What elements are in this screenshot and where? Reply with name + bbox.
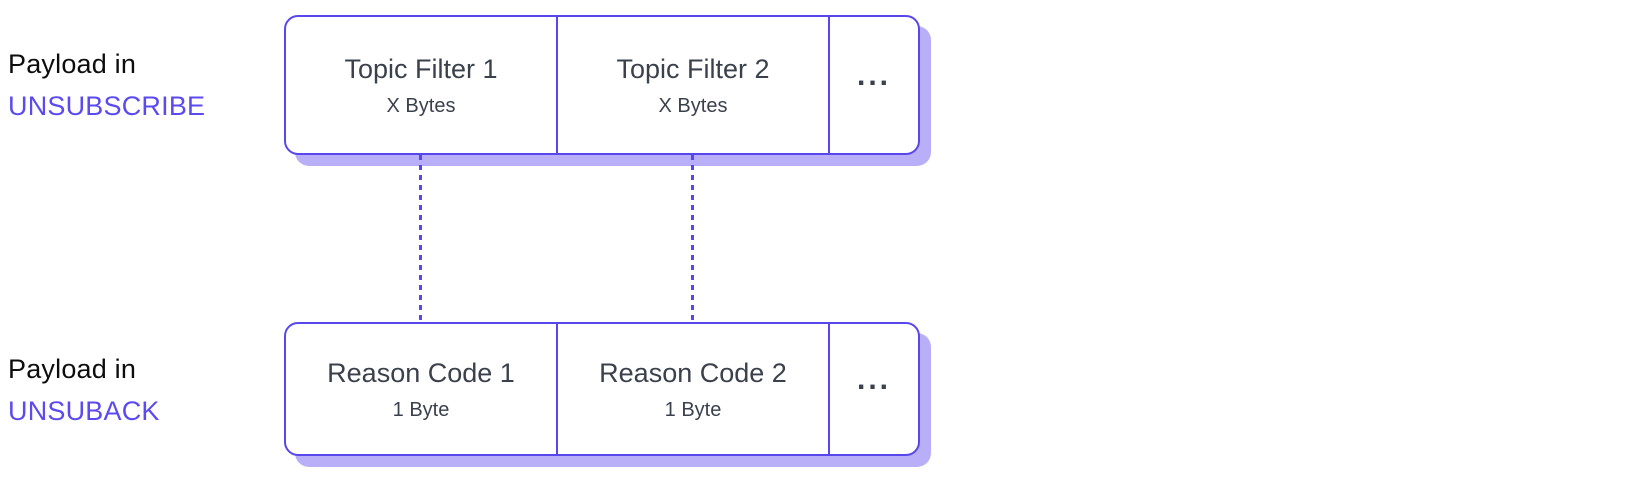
topic-filter-1-cell: Topic Filter 1 X Bytes [286, 17, 558, 153]
row-label-protocol: UNSUBACK [8, 396, 160, 426]
unsuback-payload-box: Reason Code 1 1 Byte Reason Code 2 1 Byt… [284, 322, 920, 456]
unsuback-row-label: Payload in UNSUBACK [8, 348, 160, 432]
unsubscribe-payload-box: Topic Filter 1 X Bytes Topic Filter 2 X … [284, 15, 920, 155]
topic-filter-2-cell: Topic Filter 2 X Bytes [558, 17, 830, 153]
dotted-connector-2 [691, 155, 694, 322]
unsubscribe-row-label: Payload in UNSUBSCRIBE [8, 43, 205, 127]
cell-subtitle: X Bytes [386, 94, 456, 117]
reason-code-2-cell: Reason Code 2 1 Byte [558, 324, 830, 454]
dotted-connector-1 [419, 155, 422, 322]
cell-subtitle: 1 Byte [664, 398, 722, 421]
row-label-protocol: UNSUBSCRIBE [8, 91, 206, 121]
cell-subtitle: X Bytes [658, 94, 728, 117]
row-label-prefix: Payload in [8, 354, 137, 384]
ellipsis-cell: ... [830, 324, 918, 454]
cell-title: Reason Code 2 [599, 357, 787, 388]
reason-code-1-cell: Reason Code 1 1 Byte [286, 324, 558, 454]
ellipsis-text: ... [856, 59, 891, 92]
cell-title: Reason Code 1 [327, 357, 515, 388]
cell-subtitle: 1 Byte [392, 398, 450, 421]
row-label-prefix: Payload in [8, 49, 137, 79]
ellipsis-text: ... [856, 363, 891, 396]
ellipsis-cell: ... [830, 17, 918, 153]
cell-title: Topic Filter 1 [344, 53, 498, 84]
cell-title: Topic Filter 2 [616, 53, 770, 84]
